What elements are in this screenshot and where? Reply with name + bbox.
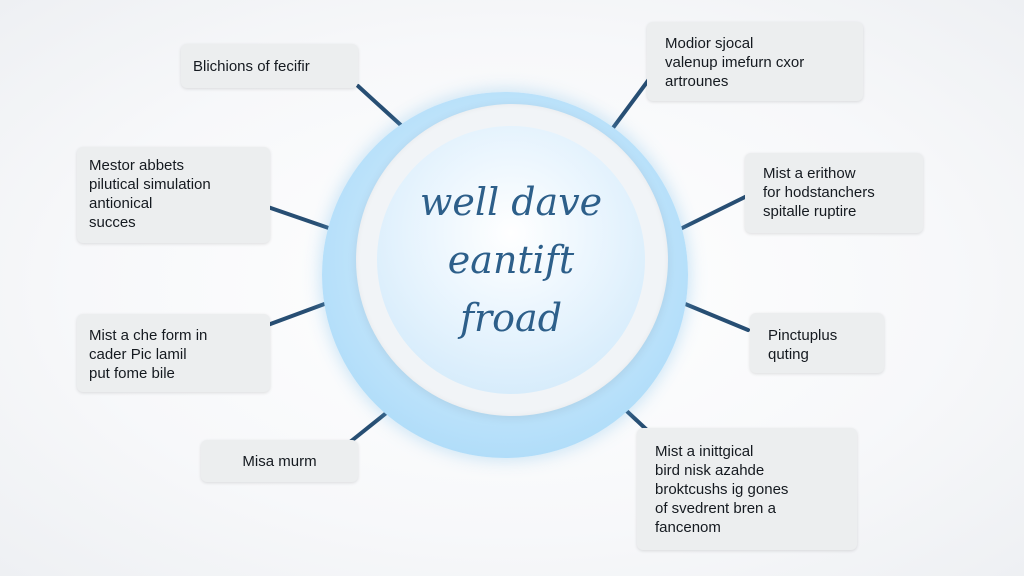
label-line: quting <box>768 346 809 363</box>
hub-line: eantift <box>447 238 575 282</box>
label-line: valenup imefurn cxor <box>665 54 805 71</box>
label-line: Mestor abbets <box>89 157 185 174</box>
label-line: succes <box>89 214 136 231</box>
label-line: Blichions of fecifir <box>193 57 310 75</box>
label-box-top-right: Modior sjocal valenup imefurn cxor artro… <box>647 22 863 101</box>
label-box-upper-left: Mestor abbets pilutical simulation antio… <box>77 147 270 243</box>
label-line: of svedrent bren a <box>655 500 776 517</box>
label-box-top-left: Blichions of fecifir <box>181 44 358 88</box>
label-line: cader Pic lamil <box>89 346 187 363</box>
label-box-bottom-left: Misa murm <box>201 440 358 482</box>
hub-line: froad <box>459 296 563 340</box>
hub-line: well dave <box>419 180 603 224</box>
label-line: pilutical simulation <box>89 176 211 193</box>
label-box-middle-left: Mist a che form in cader Pic lamil put f… <box>77 314 270 392</box>
label-box-middle-right: Pinctuplus quting <box>750 313 884 373</box>
label-line: Modior sjocal <box>665 35 754 52</box>
label-line: broktcushs ig gones <box>655 481 789 498</box>
label-line: Mist a erithow <box>763 165 856 182</box>
label-line: for hodstanchers <box>763 184 875 201</box>
label-line: antionical <box>89 195 153 212</box>
label-line: spitalle ruptire <box>763 203 857 220</box>
label-line: Mist a che form in <box>89 327 208 344</box>
label-line: bird nisk azahde <box>655 462 765 479</box>
label-line: fancenom <box>655 519 721 536</box>
hub-title: well dave eantift froad <box>396 173 626 347</box>
hub-circle: well dave eantift froad <box>377 126 645 394</box>
label-box-upper-right: Mist a erithow for hodstanchers spitalle… <box>745 153 923 233</box>
label-line: artrounes <box>665 73 729 90</box>
label-line: Mist a inittgical <box>655 443 754 460</box>
label-line: Pinctuplus <box>768 327 838 344</box>
label-line: Misa murm <box>242 452 317 470</box>
label-line: put fome bile <box>89 365 175 382</box>
label-box-bottom-right: Mist a inittgical bird nisk azahde brokt… <box>637 428 857 550</box>
